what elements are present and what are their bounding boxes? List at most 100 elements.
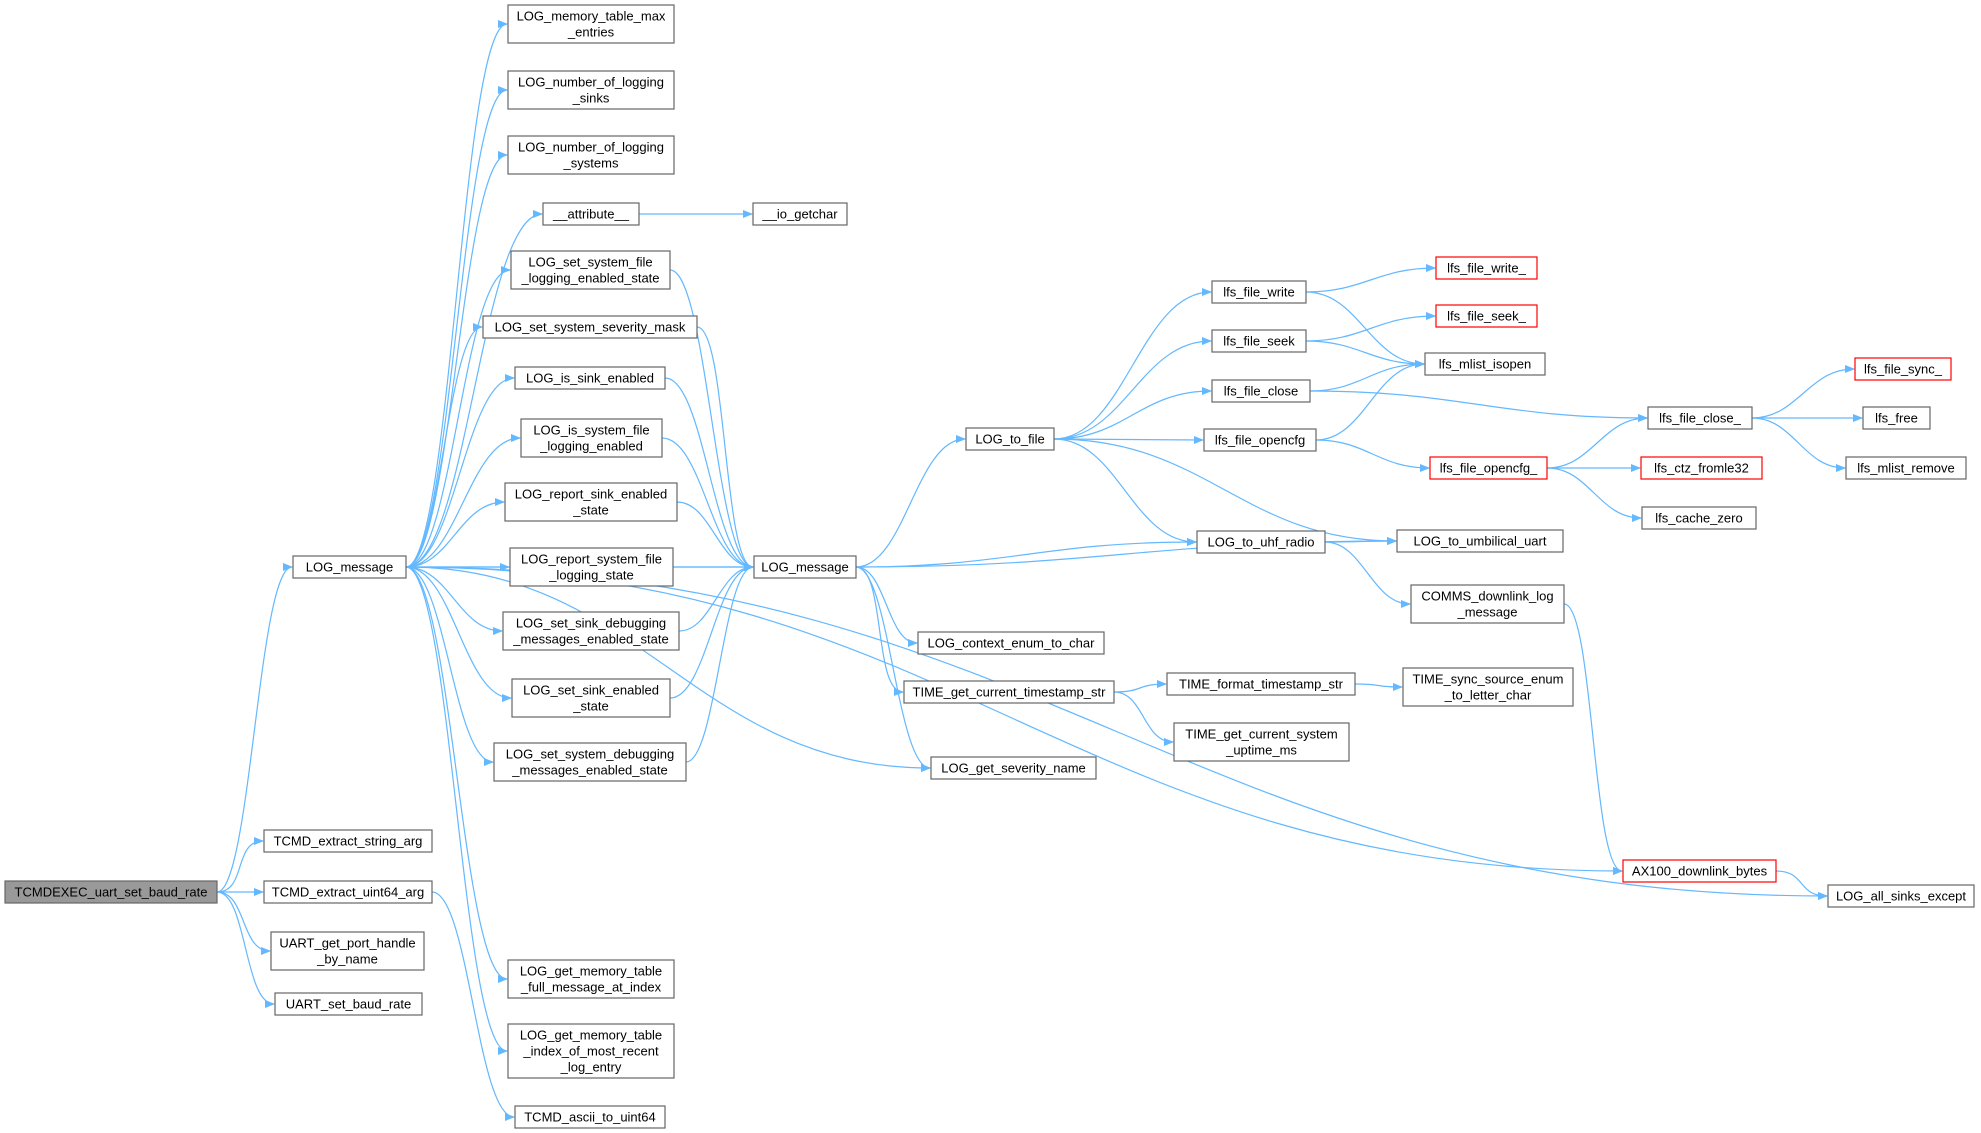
node-sssm[interactable]: LOG_set_system_severity_mask xyxy=(482,315,698,339)
node-attr[interactable]: __attribute__ xyxy=(542,202,640,226)
node-label: lfs_file_close_ xyxy=(1659,411,1741,426)
node-root[interactable]: TCMDEXEC_uart_set_baud_rate xyxy=(4,880,218,904)
node-label: lfs_file_write_ xyxy=(1447,261,1527,276)
nodes-layer: TCMDEXEC_uart_set_baud_rate LOG_messageTC… xyxy=(4,4,1975,1129)
node-tgct[interactable]: TIME_get_current_timestamp_str xyxy=(903,680,1115,704)
node-box xyxy=(507,1023,675,1079)
node-lce[interactable]: LOG_context_enum_to_char xyxy=(917,631,1105,655)
node-label: LOG_memory_table_max_entries xyxy=(517,9,666,40)
edge-ssdm-to-msgB xyxy=(678,563,754,632)
node-box xyxy=(1845,456,1967,480)
node-label: COMMS_downlink_log_message xyxy=(1421,589,1553,620)
node-label: lfs_file_opencfg_ xyxy=(1440,461,1538,476)
node-label: TIME_format_timestamp_str xyxy=(1179,677,1344,692)
node-box xyxy=(507,70,675,110)
node-ssdm[interactable]: LOG_set_sink_debugging_messages_enabled_… xyxy=(502,611,680,651)
node-gmtf[interactable]: LOG_get_memory_table_full_message_at_ind… xyxy=(507,959,675,999)
node-ffc_[interactable]: lfs_file_close_ xyxy=(1647,406,1753,430)
node-ffs_[interactable]: lfs_file_seek_ xyxy=(1435,304,1538,328)
node-rse[interactable]: LOG_report_sink_enabled_state xyxy=(504,482,678,522)
edge-msgB-to-gsn xyxy=(855,566,931,772)
node-ltf[interactable]: LOG_to_file xyxy=(965,427,1055,451)
node-box xyxy=(1173,722,1350,762)
node-ffo[interactable]: lfs_file_opencfg xyxy=(1203,428,1317,452)
node-tfts[interactable]: TIME_format_timestamp_str xyxy=(1166,672,1356,696)
node-box xyxy=(1402,667,1574,707)
node-label: LOG_get_memory_table_full_message_at_ind… xyxy=(520,964,662,995)
node-box xyxy=(1862,406,1931,430)
node-label: LOG_message xyxy=(306,560,393,575)
edge-msgA-to-gsn xyxy=(405,566,931,772)
node-tss[interactable]: TIME_sync_source_enum_to_letter_char xyxy=(1402,667,1574,707)
node-usbr[interactable]: UART_set_baud_rate xyxy=(274,992,423,1016)
edge-ltf-to-ffs xyxy=(1053,337,1212,440)
node-nlsy[interactable]: LOG_number_of_logging_systems xyxy=(507,135,675,175)
node-label: TIME_get_current_timestamp_str xyxy=(913,685,1107,700)
node-msgA[interactable]: LOG_message xyxy=(292,555,407,579)
node-ffw_[interactable]: lfs_file_write_ xyxy=(1435,256,1538,280)
node-lum[interactable]: LOG_to_umbilical_uart xyxy=(1396,529,1564,553)
node-box xyxy=(4,880,218,904)
edge-msgA-to-lase xyxy=(405,566,1828,900)
node-box xyxy=(930,756,1097,780)
edge-msgA-to-attr xyxy=(405,210,543,568)
node-ssfl[interactable]: LOG_set_system_file_logging_enabled_stat… xyxy=(510,250,671,290)
node-rsfl[interactable]: LOG_report_system_file_logging_state xyxy=(509,547,674,587)
node-label: LOG_set_sink_enabled_state xyxy=(523,683,659,714)
node-label: LOG_set_system_severity_mask xyxy=(495,320,686,335)
edge-ssydm-to-msgB xyxy=(685,563,754,763)
node-ffc[interactable]: lfs_file_close xyxy=(1211,379,1311,403)
edge-msgA-to-gmtf xyxy=(405,566,508,983)
node-ffs[interactable]: lfs_file_seek xyxy=(1211,329,1307,353)
node-luhf[interactable]: LOG_to_uhf_radio xyxy=(1196,530,1326,554)
node-label: LOG_message xyxy=(761,560,848,575)
node-mlr[interactable]: lfs_mlist_remove xyxy=(1845,456,1967,480)
node-ise[interactable]: LOG_is_sink_enabled xyxy=(514,366,666,390)
node-msgB[interactable]: LOG_message xyxy=(753,555,857,579)
node-nls[interactable]: LOG_number_of_logging_sinks xyxy=(507,70,675,110)
edge-msgA-to-ssfl xyxy=(405,266,511,568)
node-ax[interactable]: AX100_downlink_bytes xyxy=(1622,859,1777,883)
node-a2u[interactable]: TCMD_ascii_to_uint64 xyxy=(514,1105,666,1129)
node-label: TCMD_extract_uint64_arg xyxy=(272,885,424,900)
node-ssydm[interactable]: LOG_set_system_debugging_messages_enable… xyxy=(493,742,687,782)
node-label: LOG_report_sink_enabled_state xyxy=(515,487,668,518)
node-cdl[interactable]: COMMS_downlink_log_message xyxy=(1410,584,1565,624)
node-iog[interactable]: __io_getchar xyxy=(752,202,848,226)
node-mtm[interactable]: LOG_memory_table_max_entries xyxy=(507,4,675,44)
node-box xyxy=(493,742,687,782)
edge-msgA-to-mtm xyxy=(405,20,508,568)
node-box xyxy=(1641,506,1757,530)
node-label: LOG_all_sinks_except xyxy=(1836,889,1966,904)
node-box xyxy=(482,315,698,339)
node-mli[interactable]: lfs_mlist_isopen xyxy=(1424,352,1546,376)
edge-ssfl-to-msgB xyxy=(669,269,754,571)
node-box xyxy=(1647,406,1753,430)
node-box xyxy=(502,611,680,651)
node-label: LOG_is_sink_enabled xyxy=(526,371,654,386)
node-sse[interactable]: LOG_set_sink_enabled_state xyxy=(511,678,671,718)
node-label: LOG_to_file xyxy=(975,432,1044,447)
node-tu64[interactable]: TCMD_extract_uint64_arg xyxy=(263,880,433,904)
node-gmti[interactable]: LOG_get_memory_table_index_of_most_recen… xyxy=(507,1023,675,1079)
node-ffo_[interactable]: lfs_file_opencfg_ xyxy=(1429,456,1548,480)
edge-sssm-to-msgB xyxy=(696,326,754,571)
node-gsn[interactable]: LOG_get_severity_name xyxy=(930,756,1097,780)
node-lfree[interactable]: lfs_free xyxy=(1862,406,1931,430)
node-label: __attribute__ xyxy=(552,207,630,222)
node-uph[interactable]: UART_get_port_handle_by_name xyxy=(270,931,425,971)
node-tstr[interactable]: TCMD_extract_string_arg xyxy=(263,829,433,853)
node-lcz[interactable]: lfs_cache_zero xyxy=(1641,506,1757,530)
node-tgcsu[interactable]: TIME_get_current_system_uptime_ms xyxy=(1173,722,1350,762)
node-box xyxy=(1166,672,1356,696)
node-box xyxy=(1435,256,1538,280)
node-isfl[interactable]: LOG_is_system_file_logging_enabled xyxy=(520,418,663,458)
node-box xyxy=(753,555,857,579)
node-ctz[interactable]: lfs_ctz_fromle32 xyxy=(1640,456,1763,480)
node-ffw[interactable]: lfs_file_write xyxy=(1211,280,1307,304)
node-ffsy[interactable]: lfs_file_sync_ xyxy=(1854,357,1952,381)
edge-ltf-to-ffo xyxy=(1053,435,1204,444)
edge-ffo-to-ffo_ xyxy=(1315,439,1430,472)
node-lase[interactable]: LOG_all_sinks_except xyxy=(1827,884,1975,908)
